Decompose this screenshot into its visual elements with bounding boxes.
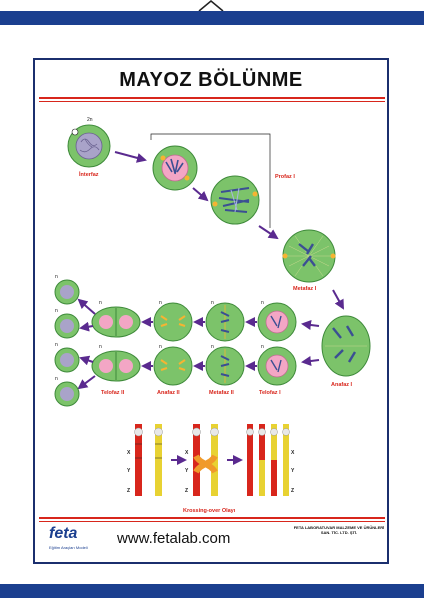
website-url: www.fetalab.com (117, 530, 231, 547)
label-z-right: Z (291, 488, 294, 494)
label-y-left: Y (127, 468, 131, 474)
label-n-g2: n (55, 308, 58, 314)
label-n-m2b: n (211, 344, 214, 350)
arrow-5a (301, 320, 320, 330)
label-anafaz2: Anafaz II (157, 390, 180, 396)
cell-telofaz1-bottom (257, 346, 297, 386)
hanger-hook (198, 0, 224, 12)
label-n-a2b: n (159, 344, 162, 350)
cell-telofaz1-top (257, 302, 297, 342)
label-n-t2b: n (99, 344, 102, 350)
label-x-left: X (127, 450, 131, 456)
poster-title: MAYOZ BÖLÜNME (119, 69, 303, 91)
label-z-mid: Z (185, 488, 188, 494)
arrow-4 (332, 289, 344, 310)
label-n-g3: n (55, 342, 58, 348)
label-z-left: Z (127, 488, 130, 494)
cell-interfaz (67, 124, 111, 168)
feta-logo-subtitle: Eğitim Araçları Modeli (49, 545, 88, 550)
label-metafaz2: Metafaz II (209, 390, 234, 396)
label-profaz1: Profaz I (275, 174, 295, 180)
label-n-g1: n (55, 274, 58, 280)
company-name: FETA LABORATUVAR MALZEME VE ÜRÜNLERİ SAN… (293, 525, 385, 535)
arrow-9d (77, 375, 96, 390)
feta-logo: feta (49, 525, 78, 542)
label-n-t1b: n (261, 344, 264, 350)
gamete-2 (54, 313, 80, 339)
label-x-mid: X (185, 450, 189, 456)
label-y-right: Y (291, 468, 295, 474)
crossing-over-diagram (134, 424, 290, 496)
cell-telofaz2-top (91, 306, 141, 338)
arrow-1 (114, 151, 147, 163)
cell-telofaz2-bottom (91, 350, 141, 382)
label-interfaz: İnterfaz (79, 171, 99, 178)
label-n-m2a: n (211, 300, 214, 306)
cell-anafaz1 (321, 315, 371, 377)
label-telofaz2: Telofaz II (101, 390, 125, 396)
footer-rule-top (39, 517, 385, 519)
arrow-9b (79, 321, 94, 332)
bottom-rod (0, 584, 424, 598)
cell-anafaz2-top (153, 302, 193, 342)
cell-profaz-2 (210, 175, 260, 225)
cell-metafaz2-bottom (205, 346, 245, 386)
arrow-9c (79, 355, 94, 366)
cell-profaz-1 (152, 145, 198, 191)
arrow-5b (301, 356, 320, 366)
arrow-3 (258, 225, 279, 240)
cell-metafaz2-top (205, 302, 245, 342)
poster: MAYOZ BÖLÜNME 2n İnterfaz Profaz I (33, 58, 389, 564)
gamete-1 (54, 279, 80, 305)
gamete-3 (54, 347, 80, 373)
label-anafaz1: Anafaz I (331, 382, 353, 388)
label-crossing-over: Krossing-over Olayı (183, 508, 236, 514)
label-n-t2a: n (99, 300, 102, 306)
label-telofaz1: Telofaz I (259, 390, 281, 396)
meiosis-diagram: 2n İnterfaz Profaz I (54, 117, 371, 514)
top-rod (0, 11, 424, 25)
gamete-4 (54, 381, 80, 407)
cell-anafaz2-bottom (153, 346, 193, 386)
label-y-mid: Y (185, 468, 189, 474)
label-n-a2a: n (159, 300, 162, 306)
title-rule-top (39, 97, 385, 99)
label-2n: 2n (87, 117, 93, 123)
label-n-g4: n (55, 376, 58, 382)
title-rule-bottom (39, 101, 385, 102)
arrow-9a (77, 298, 96, 315)
label-metafaz1: Metafaz I (293, 286, 317, 292)
arrow-2 (192, 187, 209, 202)
footer-rule-bottom (39, 521, 385, 522)
profaz-bracket (150, 133, 271, 228)
label-n-t1a: n (261, 300, 264, 306)
cell-metafaz1 (282, 229, 336, 283)
label-x-right: X (291, 450, 295, 456)
